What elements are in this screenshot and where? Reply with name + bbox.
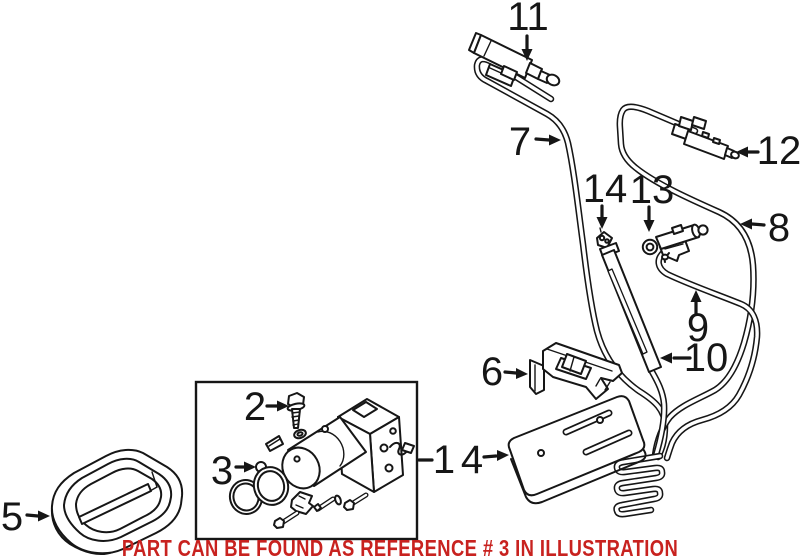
callout-7-label: 7 xyxy=(509,120,531,164)
callout-6: 6 xyxy=(481,350,528,394)
callout-1: 1 xyxy=(417,438,455,482)
reference-box xyxy=(194,380,419,541)
callout-14-label: 14 xyxy=(583,167,628,211)
callout-11-label: 11 xyxy=(507,0,549,39)
callout-10-label: 10 xyxy=(684,336,729,380)
callout-11: 11 xyxy=(507,0,549,61)
strut-lower-line xyxy=(647,366,668,459)
callout-3-label: 3 xyxy=(211,449,233,493)
callout-4: 4 xyxy=(461,438,509,482)
callout-2-label: 2 xyxy=(244,385,266,429)
callout-12-label: 12 xyxy=(757,129,800,173)
part-11-cylinder xyxy=(468,32,561,87)
callout-7: 7 xyxy=(509,120,561,164)
part-13-actuator xyxy=(641,223,709,263)
small-hardware xyxy=(265,435,369,529)
callout-1-label: 1 xyxy=(433,438,455,482)
callout-8-label: 8 xyxy=(768,206,790,250)
callout-6-label: 6 xyxy=(481,350,503,394)
callout-14: 14 xyxy=(583,167,628,229)
pump-harness xyxy=(389,441,415,456)
callout-5: 5 xyxy=(1,495,50,539)
part-10-strut xyxy=(596,227,662,373)
callout-2: 2 xyxy=(244,385,289,429)
callout-12: 12 xyxy=(736,129,800,173)
callouts: 11 7 12 8 14 xyxy=(1,0,800,539)
part-2-bolt xyxy=(286,392,307,440)
part-12-cylinder xyxy=(671,116,740,160)
coiled-lines-bundle xyxy=(613,452,666,518)
pump-assembly-group xyxy=(194,380,419,541)
reference-caption: PART CAN BE FOUND AS REFERENCE # 3 IN IL… xyxy=(121,535,679,560)
callout-9: 9 xyxy=(687,290,709,350)
callout-13: 13 xyxy=(630,168,675,232)
callout-8: 8 xyxy=(740,206,790,250)
part-5-tub xyxy=(50,448,184,555)
hydraulic-line-7 xyxy=(473,55,669,461)
callout-5-label: 5 xyxy=(1,495,23,539)
part-3-clamp-rings xyxy=(228,461,290,515)
callout-10: 10 xyxy=(660,336,728,380)
callout-4-label: 4 xyxy=(461,438,483,482)
part-4-pad xyxy=(507,395,647,505)
hydraulic-line-8 xyxy=(616,103,757,459)
callout-13-label: 13 xyxy=(630,168,675,212)
hydraulic-line-9 xyxy=(655,248,761,462)
pump-motor xyxy=(281,416,367,490)
callout-3: 3 xyxy=(211,449,256,493)
callout-9-label: 9 xyxy=(687,306,709,350)
part-6-bracket xyxy=(529,342,623,400)
